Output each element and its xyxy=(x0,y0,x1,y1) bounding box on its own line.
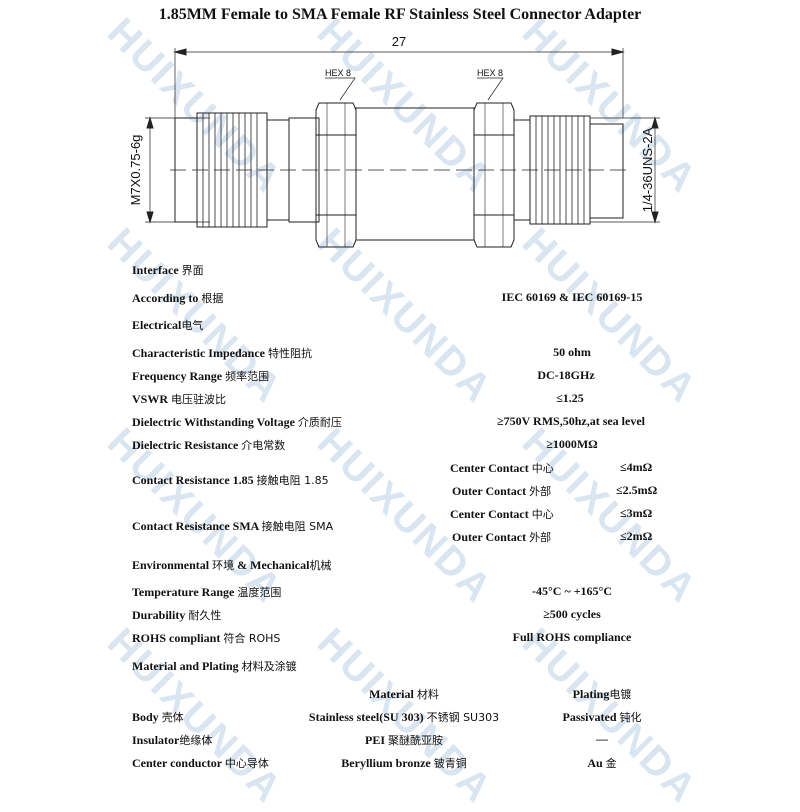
durability-label: Durability 耐久性 xyxy=(132,608,222,622)
center-conductor-plating: Au 金 xyxy=(587,756,617,770)
frequency-value: DC-18GHz xyxy=(537,368,595,382)
thread-right-label: 1/4-36UNS-2A xyxy=(640,127,655,212)
contact-185-outer-value: ≤2.5mΩ xyxy=(616,483,658,497)
thread-left-label: M7X0.75-6g xyxy=(128,135,143,206)
section-material: Material and Plating 材料及涂镀 xyxy=(132,659,297,673)
rohs-label: ROHS compliant 符合 ROHS xyxy=(132,631,281,645)
body-plating: Passivated 钝化 xyxy=(562,710,642,724)
contact-185-center-label: Center Contact 中心 xyxy=(450,461,554,475)
insulator-label: Insulator绝缘体 xyxy=(132,733,213,747)
according-value: IEC 60169 & IEC 60169-15 xyxy=(501,290,643,304)
section-electrical: Electrical电气 xyxy=(132,318,204,332)
section-environmental: Environmental 环境 & Mechanical机械 xyxy=(132,558,332,572)
contact-sma-center-value: ≤3mΩ xyxy=(620,506,653,520)
vswr-label: VSWR 电压驻波比 xyxy=(132,392,227,406)
rohs-value: Full ROHS compliance xyxy=(512,630,632,644)
plating-column-header: Plating电镀 xyxy=(572,687,632,701)
center-conductor-label: Center conductor 中心导体 xyxy=(132,756,269,770)
contact-sma-label: Contact Resistance SMA 接触电阻 SMA xyxy=(132,519,334,533)
dielectric-resistance-label: Dielectric Resistance 介电常数 xyxy=(132,438,286,452)
temperature-label: Temperature Range 温度范围 xyxy=(132,585,282,599)
contact-185-outer-label: Outer Contact 外部 xyxy=(452,484,552,498)
page-title: 1.85MM Female to SMA Female RF Stainless… xyxy=(158,6,642,23)
temperature-value: -45°C ~ +165°C xyxy=(531,584,613,598)
contact-sma-outer-value: ≤2mΩ xyxy=(620,529,653,543)
contact-sma-outer-label: Outer Contact 外部 xyxy=(452,530,552,544)
insulator-material: PEI 聚醚酰亚胺 xyxy=(364,733,444,747)
vswr-value: ≤1.25 xyxy=(556,391,584,405)
durability-value: ≥500 cycles xyxy=(543,607,601,621)
body-label: Body 壳体 xyxy=(132,710,184,724)
body-material: Stainless steel(SU 303) 不锈钢 SU303 xyxy=(308,710,500,724)
hex-left-label: HEX 8 xyxy=(325,68,351,78)
connector-drawing: 27 HEX 8 HEX 8 M7X0.75-6g 1/4-36UNS-2A xyxy=(128,34,660,248)
section-interface: Interface 界面 xyxy=(132,263,204,277)
center-conductor-material: Beryllium bronze 铍青铜 xyxy=(341,756,467,770)
contact-185-label: Contact Resistance 1.85 接触电阻 1.85 xyxy=(132,473,329,487)
hex-right-label: HEX 8 xyxy=(477,68,503,78)
watermark-text: HUIXUNDA xyxy=(98,620,291,812)
dielectric-resistance-value: ≥1000MΩ xyxy=(546,437,598,451)
contact-sma-center-label: Center Contact 中心 xyxy=(450,507,554,521)
material-column-header: Material 材料 xyxy=(369,687,439,701)
dwv-label: Dielectric Withstanding Voltage 介质耐压 xyxy=(132,415,342,429)
contact-185-center-value: ≤4mΩ xyxy=(620,460,653,474)
length-dimension: 27 xyxy=(392,34,406,49)
frequency-label: Frequency Range 频率范围 xyxy=(132,369,270,383)
impedance-label: Characteristic Impedance 特性阻抗 xyxy=(132,346,312,360)
dwv-value: ≥750V RMS,50hz,at sea level xyxy=(496,414,646,428)
insulator-plating: — xyxy=(596,732,608,746)
impedance-value: 50 ohm xyxy=(553,345,591,359)
according-label: According to 根据 xyxy=(132,291,224,305)
